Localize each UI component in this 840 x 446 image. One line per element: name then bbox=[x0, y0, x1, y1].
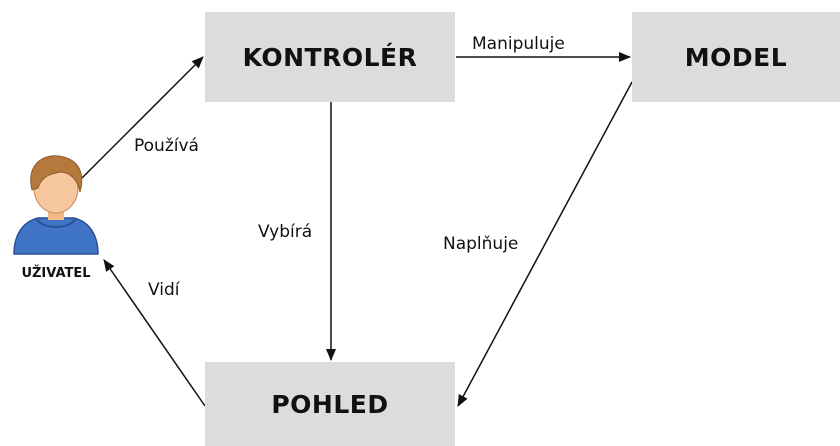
user-avatar-icon bbox=[13, 155, 99, 255]
edge-label-populates: Naplňuje bbox=[443, 234, 519, 254]
model-label: MODEL bbox=[684, 42, 788, 72]
edge-label-selects: Vybírá bbox=[258, 222, 313, 242]
model-box: MODEL bbox=[632, 12, 840, 102]
arrow-view-to-user bbox=[103, 259, 206, 407]
edge-label-uses: Používá bbox=[134, 136, 199, 156]
arrow-model-to-view bbox=[457, 81, 633, 407]
arrow-user-to-controller bbox=[81, 56, 204, 179]
controller-label: KONTROLÉR bbox=[242, 42, 418, 72]
edge-label-manipulates: Manipuluje bbox=[472, 34, 565, 54]
view-label: POHLED bbox=[271, 389, 389, 419]
controller-box: KONTROLÉR bbox=[205, 12, 455, 102]
user-label: UŽIVATEL bbox=[21, 266, 91, 281]
view-box: POHLED bbox=[205, 362, 455, 446]
edge-label-sees: Vidí bbox=[148, 280, 180, 300]
